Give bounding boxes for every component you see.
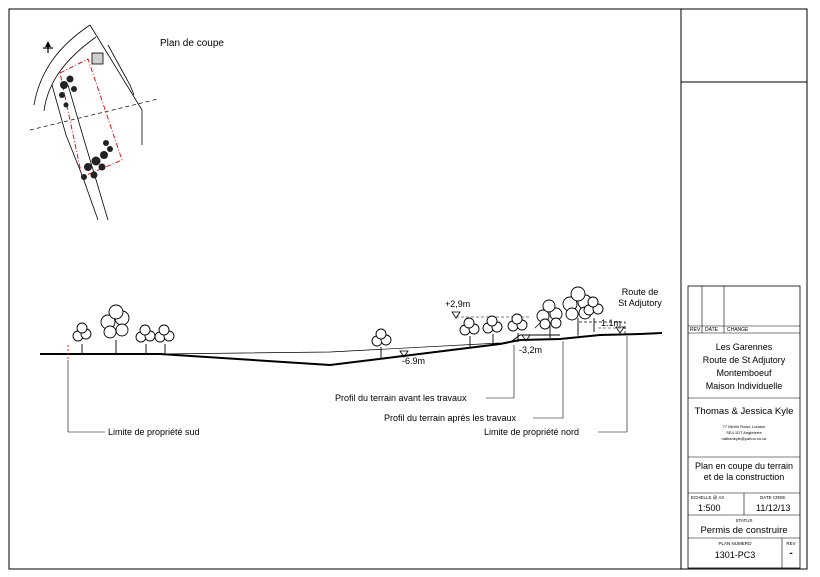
- drawing-title-line2: et de la construction: [703, 472, 785, 482]
- client-name: Thomas & Jessica Kyle: [694, 406, 794, 417]
- level-label-69: -6.9m: [402, 356, 426, 366]
- date-value: 11/12/13: [756, 503, 791, 513]
- project-line1: Les Garennes: [715, 342, 773, 352]
- level-marker-11: [615, 326, 625, 334]
- terrain-after-line: [159, 342, 501, 355]
- key-plan-title: Plan de coupe: [160, 38, 224, 49]
- rev-header-rev: REV: [690, 327, 701, 333]
- callout-profile-before: Profil du terrain avant les travaux: [335, 393, 467, 403]
- road-label-line1: Route de: [621, 287, 659, 297]
- site-section: [40, 286, 663, 433]
- callout-profile-after: Profil du terrain après les travaux: [384, 413, 517, 423]
- level-label-plus29: +2,9m: [445, 299, 471, 309]
- client-address-line2: SE4 1DT Angleterre: [726, 430, 762, 435]
- level-marker-32: [521, 334, 531, 342]
- road-label-line2: St Adjutory: [618, 298, 662, 308]
- scale-value: 1:500: [698, 503, 721, 513]
- level-label-32: -3,2m: [519, 345, 543, 355]
- client-address-line1: 77 Merlin Road, London: [722, 424, 766, 429]
- project-line2: Route de St Adjutory: [702, 355, 786, 365]
- drawing-title-line1: Plan en coupe du terrain: [694, 461, 794, 471]
- project-block: Les Garennes Route de St Adjutory Montem…: [688, 341, 800, 393]
- level-marker-plus29: [451, 311, 461, 319]
- plan-number-label: PLAN NUMERO: [718, 541, 752, 546]
- client-email: nathankyle@yahoo.co.uk: [721, 436, 767, 441]
- status-label: STATUS: [735, 518, 753, 523]
- status-value: Permis de construire: [700, 525, 788, 536]
- scale-label: ECHELLE @ A3: [691, 495, 724, 500]
- rev-header-date: DATE: [705, 327, 718, 333]
- client-address: 77 Merlin Road, London SE4 1DT Angleterr…: [688, 424, 800, 442]
- rev-value: -: [789, 548, 793, 559]
- level-marker-69: [399, 350, 409, 358]
- project-line4: Maison Individuelle: [705, 381, 783, 391]
- plan-number-value: 1301-PC3: [714, 550, 756, 560]
- trees: [72, 286, 604, 358]
- date-label: DATE CREE: [760, 495, 786, 500]
- north-arrow-icon: [43, 41, 53, 53]
- building-footprint: [91, 52, 104, 65]
- drawing-title: Plan en coupe du terrain et de la constr…: [688, 461, 800, 483]
- level-label-11: 1.1m: [601, 318, 622, 328]
- road-label: Route de St Adjutory: [612, 287, 668, 309]
- key-plan: [30, 24, 159, 221]
- rev-header-change: CHANGE: [727, 327, 749, 333]
- terrain-before-line: [40, 332, 663, 367]
- callout-limit-south: Limite de propriété sud: [108, 427, 200, 437]
- project-line3: Montemboeuf: [716, 368, 772, 378]
- rev-label: REV: [786, 541, 796, 546]
- callout-limit-north: Limite de propriété nord: [484, 427, 580, 437]
